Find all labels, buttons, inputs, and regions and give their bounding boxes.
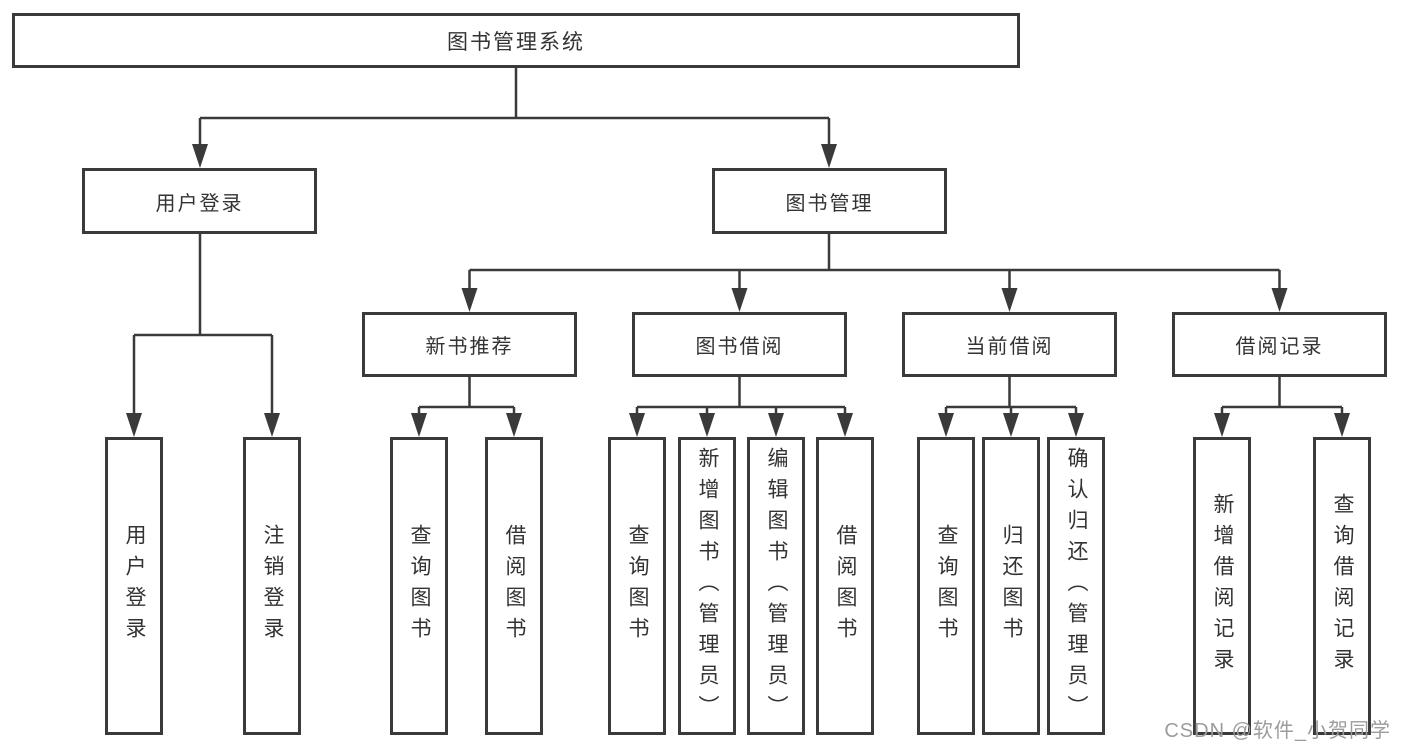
- node-label-new-book-recommend: 新书推荐: [425, 336, 514, 358]
- connector-userlogin-group: [132, 234, 274, 416]
- node-label-leaf-confirm-return-admin: 确认归还（管理员）: [1065, 446, 1088, 726]
- node-box-leaf-query-borrow-record: 查询借阅记录: [1313, 437, 1371, 735]
- node-box-book-borrow: 图书借阅: [632, 312, 847, 377]
- node-box-leaf-logout: 注销登录: [243, 437, 301, 735]
- node-label-leaf-add-books-admin: 新增图书（管理员）: [696, 446, 719, 726]
- node-label-book-management: 图书管理: [785, 192, 874, 215]
- node-label-leaf-logout: 注销登录: [261, 524, 284, 648]
- arrowheads-borrowrecords-group: [1214, 413, 1350, 437]
- node-box-new-book-recommend: 新书推荐: [362, 312, 577, 377]
- node-label-leaf-add-borrow-record: 新增借阅记录: [1211, 493, 1234, 679]
- node-box-leaf-return-books: 归还图书: [982, 437, 1040, 735]
- node-label-leaf-query-books-3: 查询图书: [935, 524, 958, 648]
- csdn-watermark: CSDN @软件_小贺同学: [1164, 720, 1391, 742]
- node-label-current-borrow: 当前借阅: [965, 336, 1054, 358]
- arrowheads-newbook-group: [411, 413, 522, 437]
- node-label-leaf-user-login: 用户登录: [123, 524, 146, 648]
- arrowheads-bookborrow-group: [629, 413, 853, 437]
- connector-borrowrecords-group: [1220, 377, 1344, 416]
- node-box-leaf-borrow-books-2: 借阅图书: [816, 437, 874, 735]
- node-label-leaf-query-borrow-record: 查询借阅记录: [1331, 493, 1354, 679]
- node-box-leaf-query-books-2: 查询图书: [608, 437, 666, 735]
- arrowheads-level1: [192, 144, 837, 168]
- arrowheads-userlogin-group: [126, 413, 280, 437]
- node-label-borrow-records: 借阅记录: [1235, 336, 1324, 358]
- node-label-book-borrow: 图书借阅: [695, 336, 784, 358]
- connector-newbook-group: [417, 377, 516, 416]
- node-label-leaf-edit-books-admin: 编辑图书（管理员）: [765, 446, 788, 726]
- node-box-book-management: 图书管理: [712, 168, 947, 234]
- node-label-leaf-return-books: 归还图书: [1000, 524, 1023, 648]
- node-box-leaf-add-books-admin: 新增图书（管理员）: [678, 437, 736, 735]
- node-box-leaf-query-books-3: 查询图书: [917, 437, 975, 735]
- node-label-leaf-borrow-books-1: 借阅图书: [503, 524, 526, 648]
- connector-root-to-level1: [198, 68, 831, 146]
- node-box-leaf-edit-books-admin: 编辑图书（管理员）: [747, 437, 805, 735]
- node-box-leaf-confirm-return-admin: 确认归还（管理员）: [1047, 437, 1105, 735]
- node-label-leaf-query-books-1: 查询图书: [408, 524, 431, 648]
- node-box-leaf-query-books-1: 查询图书: [390, 437, 448, 735]
- node-box-leaf-add-borrow-record: 新增借阅记录: [1193, 437, 1251, 735]
- node-label-user-login: 用户登录: [155, 192, 244, 215]
- connector-bookborrow-group: [635, 377, 847, 416]
- node-box-leaf-borrow-books-1: 借阅图书: [485, 437, 543, 735]
- node-box-leaf-user-login: 用户登录: [105, 437, 163, 735]
- connector-bookmgmt-to-level2: [468, 234, 1281, 290]
- node-label-leaf-borrow-books-2: 借阅图书: [834, 524, 857, 648]
- node-box-current-borrow: 当前借阅: [902, 312, 1117, 377]
- node-label-leaf-query-books-2: 查询图书: [626, 524, 649, 648]
- node-box-borrow-records: 借阅记录: [1172, 312, 1387, 377]
- node-box-root: 图书管理系统: [12, 13, 1020, 68]
- arrowheads-level2: [461, 288, 1288, 312]
- node-label-root: 图书管理系统: [447, 30, 585, 54]
- node-box-user-login: 用户登录: [82, 168, 317, 234]
- arrowheads-currentborrow-group: [938, 413, 1084, 437]
- connector-currentborrow-group: [944, 377, 1078, 416]
